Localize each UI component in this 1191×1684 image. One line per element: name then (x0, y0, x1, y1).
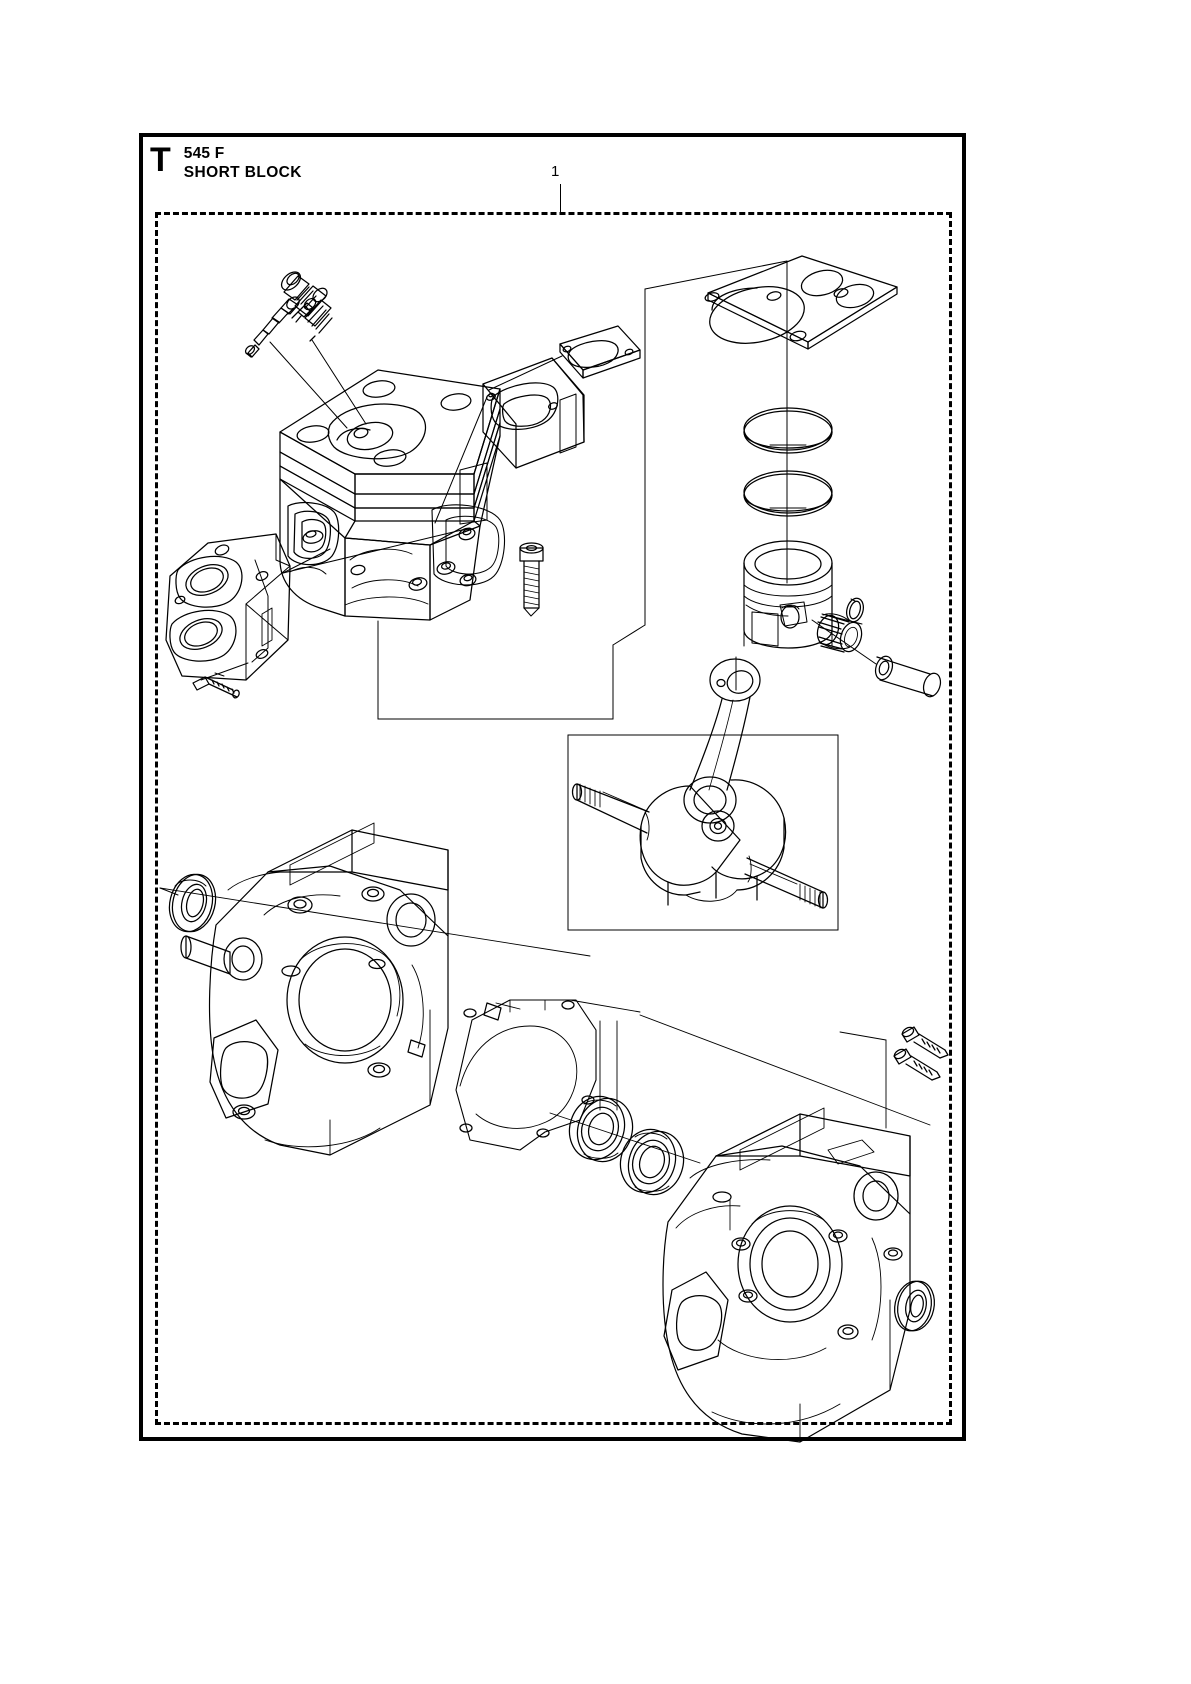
callout-leader-1 (560, 184, 562, 215)
page-border (139, 133, 966, 1441)
title-stack: 545 F SHORT BLOCK (184, 145, 302, 183)
callout-number-1: 1 (551, 163, 560, 180)
diagram-header: T 545 F SHORT BLOCK (150, 140, 302, 183)
assembly-name: SHORT BLOCK (183, 163, 302, 181)
section-letter: T (150, 141, 171, 179)
model-name: 545 F (183, 145, 225, 162)
